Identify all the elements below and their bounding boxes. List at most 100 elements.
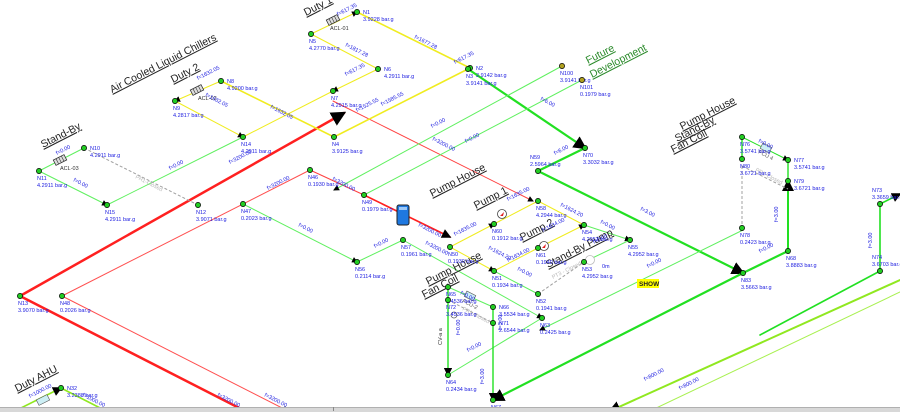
node-marker[interactable] — [490, 397, 496, 403]
pipe-n83-n68[interactable] — [741, 249, 790, 275]
node-marker[interactable] — [240, 134, 246, 140]
node-marker[interactable] — [490, 320, 496, 326]
pipe-n56-n57[interactable] — [356, 239, 404, 263]
node-marker[interactable] — [195, 202, 201, 208]
ahu-icon[interactable] — [35, 394, 51, 406]
pipe-lime-b[interactable] — [649, 291, 900, 411]
node-n3[interactable]: N33.9141 bar.g — [465, 66, 497, 87]
node-marker[interactable] — [535, 245, 541, 251]
node-marker[interactable] — [535, 168, 541, 174]
pipe-n54-n55[interactable] — [583, 224, 631, 242]
node-marker[interactable] — [354, 9, 360, 15]
node-marker[interactable] — [785, 157, 791, 163]
node-marker[interactable] — [739, 225, 745, 231]
node-marker[interactable] — [400, 237, 406, 243]
node-marker[interactable] — [331, 134, 337, 140]
pipe-n6-n7[interactable] — [332, 68, 379, 92]
pipe-n59-n83[interactable] — [536, 169, 745, 275]
fan-coil-standby-icon[interactable] — [759, 142, 773, 154]
node-n9[interactable]: N94.2817 bar.g — [172, 98, 204, 119]
pipe-n60-n58[interactable] — [493, 200, 539, 225]
node-n6[interactable]: N64.2911 bar.g — [375, 66, 414, 80]
pipe-n1-n2[interactable] — [356, 11, 471, 69]
pipe-n46-n49[interactable] — [309, 169, 365, 196]
node-marker[interactable] — [739, 156, 745, 162]
node-marker[interactable] — [627, 237, 633, 243]
pipe-n47-n56[interactable] — [242, 203, 358, 263]
pipe-n11-n15[interactable] — [38, 170, 108, 206]
node-marker[interactable] — [445, 284, 451, 290]
link-ph-standby-closed[interactable] — [741, 165, 789, 190]
node-marker[interactable] — [81, 145, 87, 151]
node-marker[interactable] — [465, 66, 471, 72]
node-marker[interactable] — [579, 77, 585, 83]
node-marker[interactable] — [307, 167, 313, 173]
node-n5[interactable]: N54.2770 bar.g — [308, 31, 340, 52]
node-marker[interactable] — [877, 201, 883, 207]
tank-icon[interactable] — [396, 204, 410, 226]
node-marker[interactable] — [17, 293, 23, 299]
standby-pump-icon[interactable] — [585, 255, 595, 265]
pipe-n101[interactable] — [363, 79, 583, 196]
pipe-n50-n51[interactable] — [449, 246, 495, 272]
pipe-main-red[interactable] — [18, 111, 347, 298]
node-marker[interactable] — [491, 221, 497, 227]
pipe-n15-n14[interactable] — [106, 136, 244, 206]
pipe-n57-n63[interactable] — [402, 239, 543, 319]
node-marker[interactable] — [218, 78, 224, 84]
pipe-n51-n52[interactable] — [493, 270, 539, 295]
pipe-n48-lower[interactable] — [61, 295, 289, 411]
node-marker[interactable] — [445, 297, 451, 303]
pipe-lime-a[interactable] — [608, 279, 900, 411]
node-marker[interactable] — [172, 98, 178, 104]
node-n8[interactable]: N84.9200 bar.g — [218, 78, 258, 92]
node-marker[interactable] — [581, 259, 587, 265]
pipe-n5-n6[interactable] — [310, 33, 379, 70]
node-n1[interactable]: N13.9228 bar.g — [354, 9, 394, 23]
node-marker[interactable] — [240, 201, 246, 207]
node-marker[interactable] — [58, 385, 64, 391]
node-n4[interactable]: N43.9125 bar.g — [331, 134, 363, 155]
link-standby-pump[interactable] — [537, 261, 585, 295]
pipe-main-red-lower[interactable] — [18, 294, 247, 411]
node-marker[interactable] — [491, 268, 497, 274]
pipe-n9-n14[interactable] — [174, 100, 244, 138]
node-marker[interactable] — [535, 198, 541, 204]
pipe-n58-n54[interactable] — [537, 200, 585, 226]
node-marker[interactable] — [354, 259, 360, 265]
node-marker[interactable] — [581, 222, 587, 228]
node-marker[interactable] — [785, 248, 791, 254]
pipe-n4-n3[interactable] — [333, 68, 469, 138]
pipe-n7-red[interactable] — [332, 100, 534, 202]
node-marker[interactable] — [535, 291, 541, 297]
pipe-n50-n60[interactable] — [449, 223, 495, 248]
pipe-n83-n67[interactable] — [491, 271, 745, 402]
pipe-n48-red[interactable] — [61, 169, 311, 297]
chiller-standby-icon[interactable] — [52, 154, 68, 166]
